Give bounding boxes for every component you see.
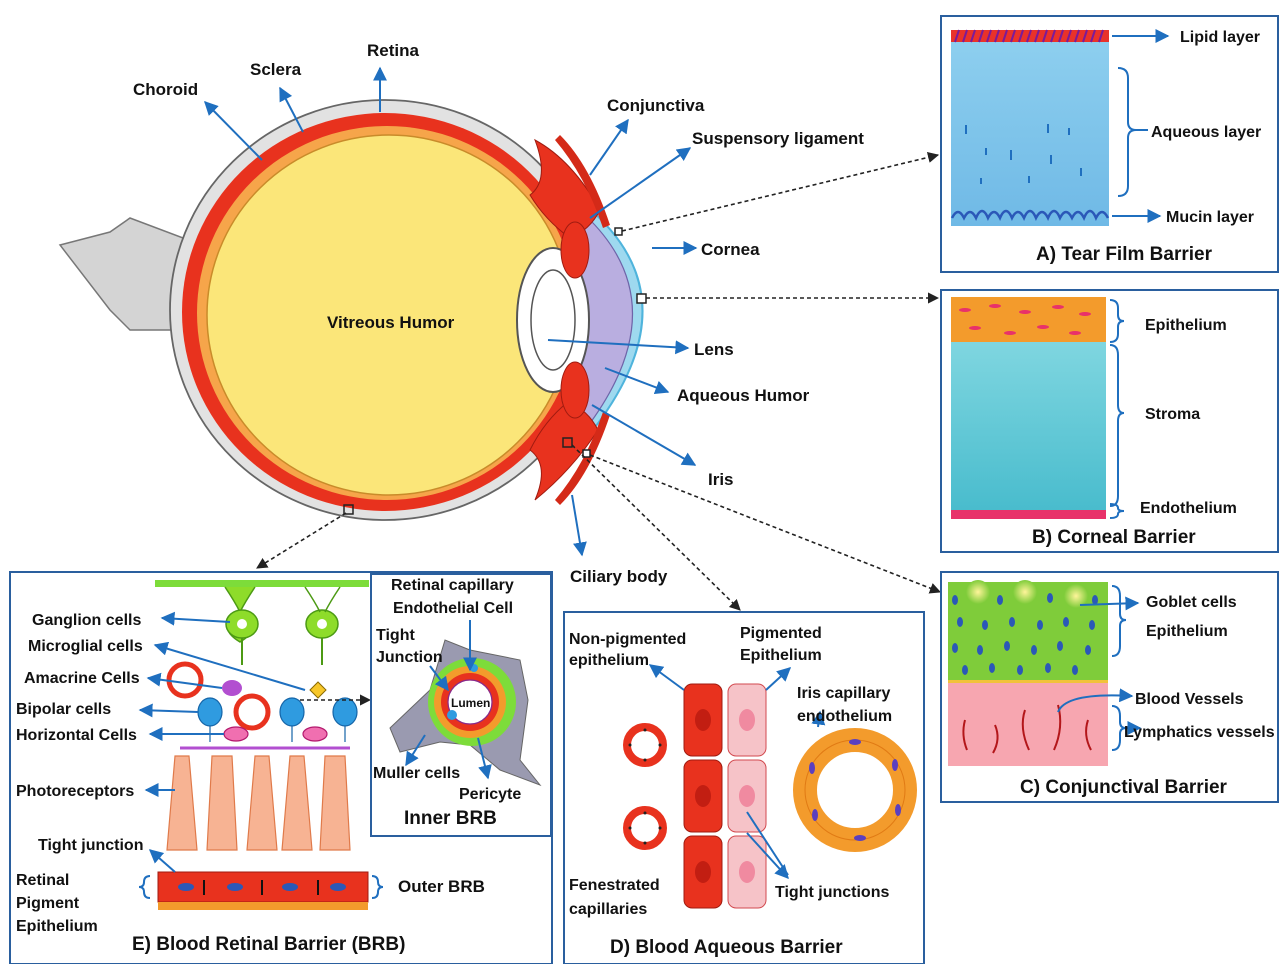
np-epithelium-cells	[684, 684, 722, 908]
label-goblet-cells: Goblet cells	[1146, 594, 1237, 611]
label-corneal-epithelium: Epithelium	[1145, 317, 1227, 334]
conj-stroma	[948, 680, 1108, 766]
corneal-stroma	[951, 342, 1106, 510]
label-fenestrated-2: capillaries	[569, 901, 647, 918]
panel-blood-aqueous: Non-pigmented epithelium Pigmented Epith…	[564, 612, 924, 964]
label-lumen: Lumen	[451, 696, 490, 710]
label-iris-capillary-1: Iris capillary	[797, 685, 890, 702]
pig-epithelium-cells	[728, 684, 766, 908]
label-retinal-capillary-1: Retinal capillary	[391, 577, 514, 594]
label-aqueous-layer: Aqueous layer	[1151, 124, 1261, 141]
label-lymphatics: Lymphatics vessels	[1124, 724, 1275, 741]
label-outer-brb: Outer BRB	[398, 877, 485, 896]
label-pigmented-2: Epithelium	[740, 647, 822, 664]
corneal-endothelium	[951, 510, 1106, 519]
label-rpe-3: Epithelium	[16, 918, 98, 935]
label-aqueous-humor: Aqueous Humor	[677, 386, 810, 405]
title-blood-aqueous: D) Blood Aqueous Barrier	[610, 937, 843, 958]
panel-tear-film: Lipid layer Aqueous layer Mucin layer A)…	[941, 16, 1278, 272]
iris-lower	[561, 362, 589, 418]
tear-aqueous	[951, 30, 1109, 226]
label-bipolar: Bipolar cells	[16, 701, 111, 718]
label-tight-junction: Tight junction	[38, 837, 143, 854]
label-choroid: Choroid	[133, 80, 198, 99]
label-pigmented-1: Pigmented	[740, 625, 822, 642]
label-conjunctiva: Conjunctiva	[607, 96, 705, 115]
cornea-sample-square	[637, 294, 646, 303]
label-retinal-capillary-2: Endothelial Cell	[393, 600, 513, 617]
label-vitreous-humor: Vitreous Humor	[327, 313, 455, 332]
label-cornea: Cornea	[701, 240, 760, 259]
nerve-fiber-layer	[155, 580, 369, 587]
label-iris: Iris	[708, 470, 734, 489]
label-mucin-layer: Mucin layer	[1166, 209, 1254, 226]
label-sclera: Sclera	[250, 60, 302, 79]
label-tight-junctions: Tight junctions	[775, 884, 889, 901]
label-rpe-1: Retinal	[16, 872, 69, 889]
label-horizontal: Horizontal Cells	[16, 727, 137, 744]
label-amacrine: Amacrine Cells	[24, 670, 140, 687]
lens-inner	[531, 270, 575, 370]
label-microglial: Microglial cells	[28, 638, 143, 655]
iris-upper	[561, 222, 589, 278]
label-iris-capillary-2: endothelium	[797, 708, 892, 725]
label-np-epithelium-1: Non-pigmented	[569, 631, 686, 648]
panel-corneal: Epithelium Stroma Endothelium B) Corneal…	[941, 290, 1278, 552]
label-endothelium: Endothelium	[1140, 500, 1237, 517]
label-conj-epithelium: Epithelium	[1146, 623, 1228, 640]
title-blood-retinal: E) Blood Retinal Barrier (BRB)	[132, 934, 405, 955]
label-stroma: Stroma	[1145, 406, 1200, 423]
title-tear-film: A) Tear Film Barrier	[1036, 244, 1213, 265]
label-fenestrated-1: Fenestrated	[569, 877, 660, 894]
corneal-epithelium	[951, 297, 1106, 342]
label-lipid-layer: Lipid layer	[1180, 29, 1260, 46]
label-suspensory-ligament: Suspensory ligament	[692, 129, 864, 148]
label-photoreceptors: Photoreceptors	[16, 783, 134, 800]
panel-inner-brb: Retinal capillary Endothelial Cell Tight…	[371, 574, 551, 836]
label-blood-vessels: Blood Vessels	[1135, 691, 1244, 708]
label-rpe-2: Pigment	[16, 895, 80, 912]
label-retina: Retina	[367, 41, 420, 60]
title-conjunctival: C) Conjunctival Barrier	[1020, 777, 1228, 798]
eyeball	[60, 100, 646, 520]
tear-sample-square	[615, 228, 622, 235]
label-ciliary-body: Ciliary body	[570, 567, 668, 586]
label-pericyte: Pericyte	[459, 786, 521, 803]
title-inner-brb: Inner BRB	[404, 808, 497, 829]
title-corneal: B) Corneal Barrier	[1032, 527, 1196, 548]
label-tight-2: Junction	[376, 649, 443, 666]
label-np-epithelium-2: epithelium	[569, 652, 649, 669]
label-muller-cells: Muller cells	[373, 765, 460, 782]
label-lens: Lens	[694, 340, 734, 359]
panel-conjunctival: Goblet cells Epithelium Blood Vessels Ly…	[941, 572, 1278, 802]
label-ganglion: Ganglion cells	[32, 612, 141, 629]
label-tight-1: Tight	[376, 627, 415, 644]
